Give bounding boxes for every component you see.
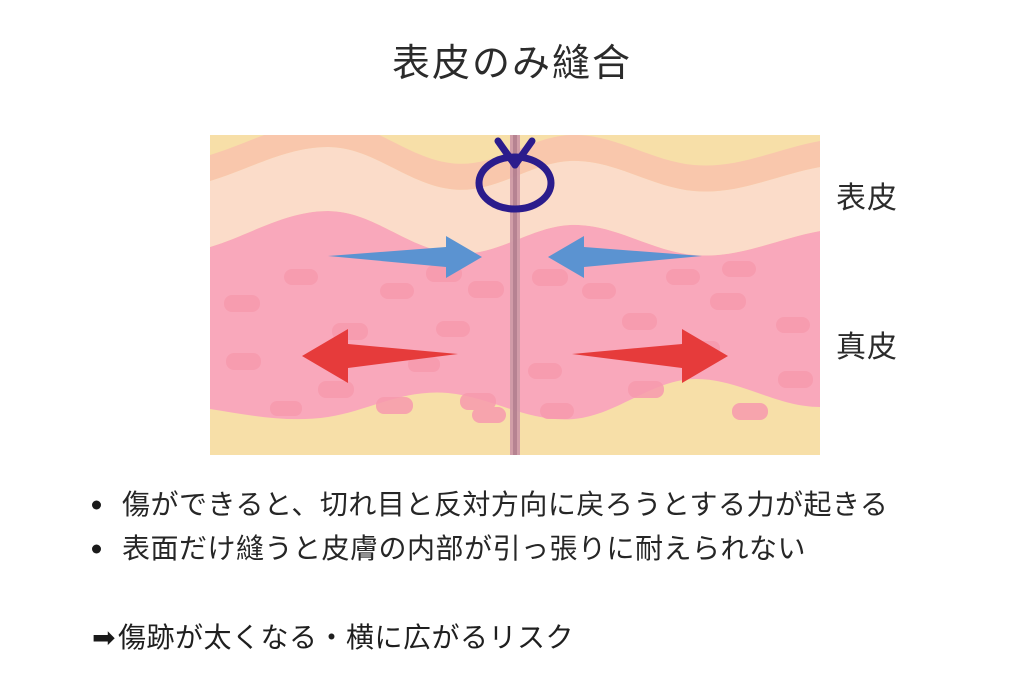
bullet-text: 表面だけ縫うと皮膚の内部が引っ張りに耐えられない: [122, 533, 807, 564]
right-arrow-icon: ➡: [92, 622, 116, 653]
layer-label-epidermis: 表皮: [836, 182, 898, 215]
bullet-text: 傷ができると、切れ目と反対方向に戻ろうとする力が起きる: [122, 489, 889, 520]
suture-stitch: [475, 137, 555, 213]
conclusion-text: 傷跡が太くなる・横に広がるリスク: [117, 622, 574, 653]
bullet-dot-icon: [92, 500, 101, 510]
bullet-dot-icon: [92, 544, 101, 554]
bullet-list: 傷ができると、切れ目と反対方向に戻ろうとする力が起きる 表面だけ縫うと皮膚の内部…: [84, 483, 984, 571]
list-item: 傷ができると、切れ目と反対方向に戻ろうとする力が起きる: [84, 483, 984, 527]
arrow-red-right: [572, 329, 728, 383]
page-title: 表皮のみ縫合: [391, 43, 632, 85]
conclusion-line: ➡ 傷跡が太くなる・横に広がるリスク: [92, 616, 574, 660]
arrow-blue-right: [548, 236, 702, 278]
list-item: 表面だけ縫うと皮膚の内部が引っ張りに耐えられない: [84, 527, 984, 571]
arrow-red-left: [302, 329, 458, 383]
layer-label-dermis: 真皮: [836, 331, 898, 364]
arrow-blue-left: [328, 236, 482, 278]
skin-cross-section-diagram: [210, 135, 820, 455]
wound-line: [510, 135, 520, 455]
